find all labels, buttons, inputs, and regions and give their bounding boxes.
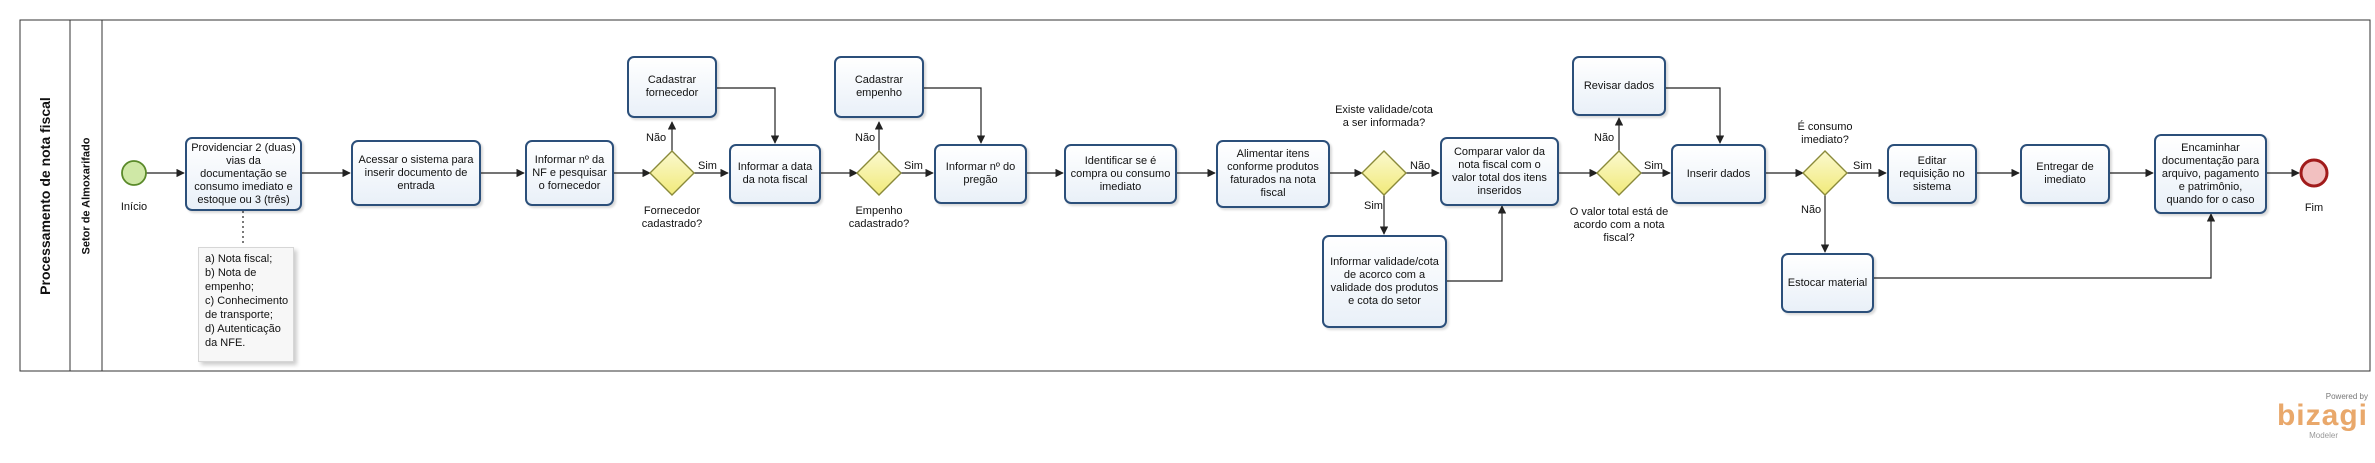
flow-t12-t13 bbox=[1666, 87, 1725, 144]
annotation-line: a) Nota fiscal; bbox=[205, 253, 273, 265]
gateway-supplier-registered[interactable] bbox=[649, 150, 695, 196]
end-event-label: Fim bbox=[2304, 202, 2324, 214]
gateway-commitment-registered-label: Empenho cadastrado? bbox=[848, 205, 910, 230]
task-inform-auction[interactable]: Informar nº do pregão bbox=[934, 144, 1027, 204]
gateway-total-matches-label: O valor total está de acordo com a nota … bbox=[1569, 206, 1669, 244]
start-event-label: Início bbox=[120, 201, 148, 213]
task-insert-data[interactable]: Inserir dados bbox=[1671, 144, 1766, 204]
task-inform-invoice-date[interactable]: Informar a data da nota fiscal bbox=[729, 144, 821, 204]
gateway-commitment-registered[interactable] bbox=[856, 150, 902, 196]
task-register-commitment[interactable]: Cadastrar empenho bbox=[834, 56, 924, 118]
task-access-system[interactable]: Acessar o sistema para inserir documento… bbox=[351, 140, 481, 206]
flow-label-g4-yes: Sim bbox=[1644, 160, 1663, 172]
flow-label-g1-yes: Sim bbox=[698, 160, 717, 172]
annotation-line: d) Autenticação bbox=[205, 323, 281, 335]
gateway-validity-quota-label: Existe validade/cota a ser informada? bbox=[1335, 104, 1433, 129]
pool-title-text: Processamento de nota fiscal bbox=[37, 96, 54, 295]
annotation-line: empenho; bbox=[205, 281, 254, 293]
lane-title: Setor de Almoxarifado bbox=[70, 20, 102, 371]
flow-label-g2-no: Não bbox=[855, 132, 876, 144]
powered-by-text: Powered by bbox=[2325, 392, 2368, 401]
pool-title: Processamento de nota fiscal bbox=[20, 20, 70, 371]
gateway-validity-quota[interactable] bbox=[1361, 150, 1407, 196]
flow-label-g2-yes: Sim bbox=[904, 160, 923, 172]
annotation-line: de transporte; bbox=[205, 309, 273, 321]
pool-frame bbox=[19, 19, 2371, 372]
annotation-line: c) Conhecimento bbox=[205, 295, 289, 307]
start-event[interactable] bbox=[121, 160, 147, 186]
task-forward-documentation[interactable]: Encaminhar documentação para arquivo, pa… bbox=[2154, 134, 2267, 214]
bizagi-branding: Powered by bizagi Modeler bbox=[2268, 392, 2368, 440]
task-deliver-immediately[interactable]: Entregar de imediato bbox=[2020, 144, 2110, 204]
text-annotation-documents[interactable]: a) Nota fiscal; b) Nota de empenho; c) C… bbox=[198, 247, 294, 362]
task-identify-purchase[interactable]: Identificar se é compra ou consumo imedi… bbox=[1064, 144, 1177, 204]
flow-label-g4-no: Não bbox=[1594, 132, 1615, 144]
modeler-text: Modeler bbox=[2309, 431, 2338, 440]
gateway-immediate-consumption[interactable] bbox=[1802, 150, 1848, 196]
gateway-total-matches[interactable] bbox=[1596, 150, 1642, 196]
flow-t6-t7 bbox=[924, 87, 986, 144]
task-inform-nf[interactable]: Informar nº da NF e pesquisar o forneced… bbox=[525, 140, 614, 206]
gateway-supplier-registered-label: Fornecedor cadastrado? bbox=[641, 205, 703, 230]
task-inform-validity[interactable]: Informar validade/cota de acorco com a v… bbox=[1322, 235, 1447, 328]
flow-t10-t11 bbox=[1447, 205, 1507, 282]
flow-t4-t5 bbox=[717, 87, 780, 144]
sequence-flows bbox=[146, 87, 2300, 282]
task-provide-copies[interactable]: Providenciar 2 (duas) vias da documentaç… bbox=[185, 137, 302, 211]
bizagi-logo: bizagi bbox=[2276, 399, 2368, 432]
task-register-supplier[interactable]: Cadastrar fornecedor bbox=[627, 56, 717, 118]
annotation-line: da NFE. bbox=[205, 337, 246, 349]
task-feed-items[interactable]: Alimentar itens conforme produtos fatura… bbox=[1216, 140, 1330, 208]
flow-label-g5-no: Não bbox=[1801, 204, 1822, 216]
task-stock-material[interactable]: Estocar material bbox=[1781, 253, 1874, 313]
flow-label-g1-no: Não bbox=[646, 132, 667, 144]
flow-label-g3-no: Não bbox=[1410, 160, 1431, 172]
task-edit-request[interactable]: Editar requisição no sistema bbox=[1887, 144, 1977, 204]
gateway-immediate-consumption-label: É consumo imediato? bbox=[1797, 121, 1853, 146]
annotation-line: b) Nota de bbox=[205, 267, 257, 279]
end-event[interactable] bbox=[2299, 158, 2329, 188]
flow-label-g5-yes: Sim bbox=[1853, 160, 1872, 172]
task-review-data[interactable]: Revisar dados bbox=[1572, 56, 1666, 116]
lane-title-text: Setor de Almoxarifado bbox=[80, 137, 93, 254]
task-compare-invoice[interactable]: Comparar valor da nota fiscal com o valo… bbox=[1440, 137, 1559, 206]
flow-t15-t17 bbox=[1874, 213, 2216, 279]
flow-label-g3-yes: Sim bbox=[1364, 200, 1383, 212]
